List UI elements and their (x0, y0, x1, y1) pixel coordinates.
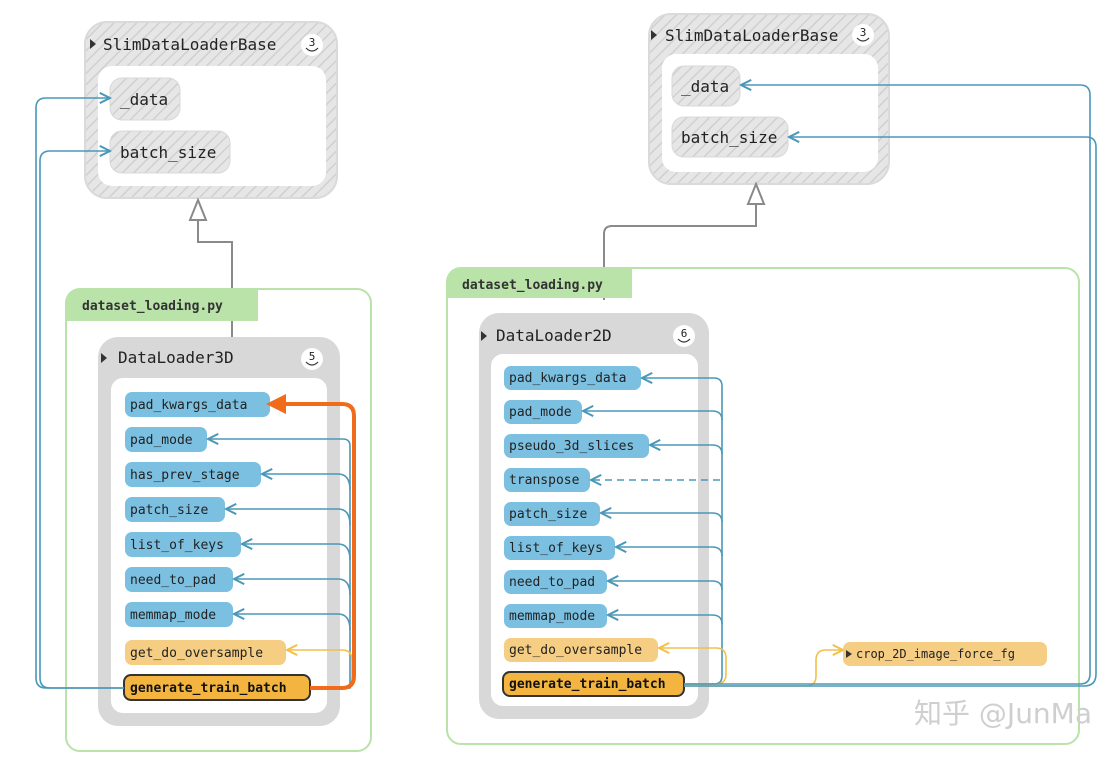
edge-to-memmap-mode (234, 614, 351, 631)
svg-text:memmap_mode: memmap_mode (130, 608, 216, 623)
chevron-down-icon (677, 338, 691, 343)
right-inheritance-arrow-icon (746, 181, 766, 205)
expand-triangle-icon[interactable] (651, 30, 657, 40)
right-inheritance-line (603, 204, 757, 300)
left-inheritance-arrow-icon (188, 197, 208, 221)
right-node-list-of-keys[interactable]: list_of_keys (504, 536, 615, 560)
expand-triangle-icon[interactable] (846, 650, 852, 658)
edge-to-need-to-pad (234, 579, 351, 596)
left-base-count: 3 (309, 36, 316, 49)
right-call-edges (583, 85, 1097, 687)
edge-to-has-prev-stage (262, 474, 351, 491)
left-node-pad-kwargs-data[interactable]: pad_kwargs_data (125, 392, 270, 417)
chevron-down-icon (856, 37, 870, 42)
right-class-count: 6 (681, 327, 688, 340)
svg-text:pad_kwargs_data: pad_kwargs_data (509, 371, 626, 386)
left-node-pad-mode[interactable]: pad_mode (125, 427, 207, 452)
edge-to-patch-size (226, 509, 351, 526)
left-node-has-prev-stage[interactable]: has_prev_stage (125, 462, 261, 487)
edge-to-patch-size (601, 513, 723, 523)
svg-text:need_to_pad: need_to_pad (130, 573, 216, 588)
watermark: 知乎 @JunMa (914, 697, 1092, 730)
svg-text:pad_mode: pad_mode (509, 405, 572, 420)
chevron-down-icon (305, 47, 319, 52)
left-base-attr-batch-size[interactable]: batch_size (109, 130, 231, 174)
right-node-pseudo-3d-slices[interactable]: pseudo_3d_slices (504, 434, 649, 458)
svg-text:has_prev_stage: has_prev_stage (130, 468, 240, 483)
svg-text:generate_train_batch: generate_train_batch (130, 681, 287, 696)
svg-text:list_of_keys: list_of_keys (130, 538, 224, 553)
right-node-patch-size[interactable]: patch_size (504, 502, 600, 526)
svg-text:batch_size: batch_size (681, 128, 777, 147)
right-class-title: DataLoader2D (496, 326, 612, 345)
left-base-attr-data[interactable]: _data (109, 77, 181, 121)
left-node-memmap-mode[interactable]: memmap_mode (125, 602, 233, 627)
edge-to-base-data (35, 98, 124, 689)
edge-to-list-of-keys (616, 547, 723, 557)
right-node-generate-train-batch[interactable]: generate_train_batch (502, 671, 685, 697)
edge-to-base-batch-size (39, 151, 124, 689)
edge-to-pad-kwargs-data (266, 394, 356, 690)
svg-text:generate_train_batch: generate_train_batch (509, 677, 666, 692)
right-external-label: crop_2D_image_force_fg (856, 647, 1015, 661)
left-node-generate-train-batch[interactable]: generate_train_batch (123, 674, 311, 701)
right-node-pad-kwargs-data[interactable]: pad_kwargs_data (504, 366, 641, 390)
right-base-count-badge (852, 24, 874, 46)
expand-triangle-icon[interactable] (101, 353, 107, 363)
left-node-get-do-oversample[interactable]: get_do_oversample (125, 640, 286, 665)
left-class-count-badge (301, 348, 323, 370)
edge-to-base-batch-size (684, 137, 1097, 687)
svg-text:get_do_oversample: get_do_oversample (130, 646, 263, 661)
svg-text:get_do_oversample: get_do_oversample (509, 643, 642, 658)
svg-text:pseudo_3d_slices: pseudo_3d_slices (509, 439, 634, 454)
left-call-edges (35, 98, 356, 690)
right-external-node[interactable]: crop_2D_image_force_fg (843, 642, 1047, 666)
svg-text:patch_size: patch_size (509, 507, 587, 522)
edge-to-need-to-pad (608, 581, 723, 591)
svg-text:transpose: transpose (509, 473, 580, 488)
right-module[interactable]: dataset_loading.py (446, 267, 1080, 745)
right-class-count-badge (673, 325, 695, 347)
expand-triangle-icon[interactable] (90, 39, 96, 49)
left-base-count-badge (301, 34, 323, 56)
svg-text:memmap_mode: memmap_mode (509, 609, 595, 624)
svg-text:need_to_pad: need_to_pad (509, 575, 595, 590)
right-node-need-to-pad[interactable]: need_to_pad (504, 570, 607, 594)
left-module-label: dataset_loading.py (82, 299, 223, 314)
left-class-title: DataLoader3D (118, 348, 234, 367)
svg-text:patch_size: patch_size (130, 503, 208, 518)
svg-text:_data: _data (681, 77, 729, 96)
edge-to-memmap-mode (608, 615, 723, 625)
left-module[interactable]: dataset_loading.py (65, 288, 372, 752)
left-node-patch-size[interactable]: patch_size (125, 497, 225, 522)
right-base-count: 3 (860, 26, 867, 39)
svg-text:pad_kwargs_data: pad_kwargs_data (130, 398, 247, 413)
svg-text:_data: _data (120, 90, 168, 109)
right-node-pad-mode[interactable]: pad_mode (504, 400, 582, 424)
right-base-title: SlimDataLoaderBase (665, 26, 838, 45)
left-node-need-to-pad[interactable]: need_to_pad (125, 567, 233, 592)
right-node-transpose[interactable]: transpose (504, 468, 590, 492)
edge-to-pseudo-3d-slices (650, 445, 723, 455)
svg-text:pad_mode: pad_mode (130, 433, 193, 448)
svg-text:batch_size: batch_size (120, 143, 216, 162)
right-base-attr-batch-size[interactable]: batch_size (671, 116, 789, 158)
edge-to-pad-mode (583, 411, 723, 421)
edge-to-list-of-keys (242, 544, 351, 561)
chevron-down-icon (305, 361, 319, 366)
right-node-get-do-oversample[interactable]: get_do_oversample (504, 638, 658, 662)
right-module-label: dataset_loading.py (462, 278, 603, 293)
right-base-attr-data[interactable]: _data (671, 65, 741, 107)
expand-triangle-icon[interactable] (481, 331, 487, 341)
left-node-list-of-keys[interactable]: list_of_keys (125, 532, 241, 557)
left-class-count: 5 (309, 350, 316, 363)
edge-to-base-data (684, 85, 1091, 685)
left-base-title: SlimDataLoaderBase (103, 35, 276, 54)
right-node-memmap-mode[interactable]: memmap_mode (504, 604, 607, 628)
svg-text:list_of_keys: list_of_keys (509, 541, 603, 556)
left-inheritance-line (197, 220, 233, 340)
